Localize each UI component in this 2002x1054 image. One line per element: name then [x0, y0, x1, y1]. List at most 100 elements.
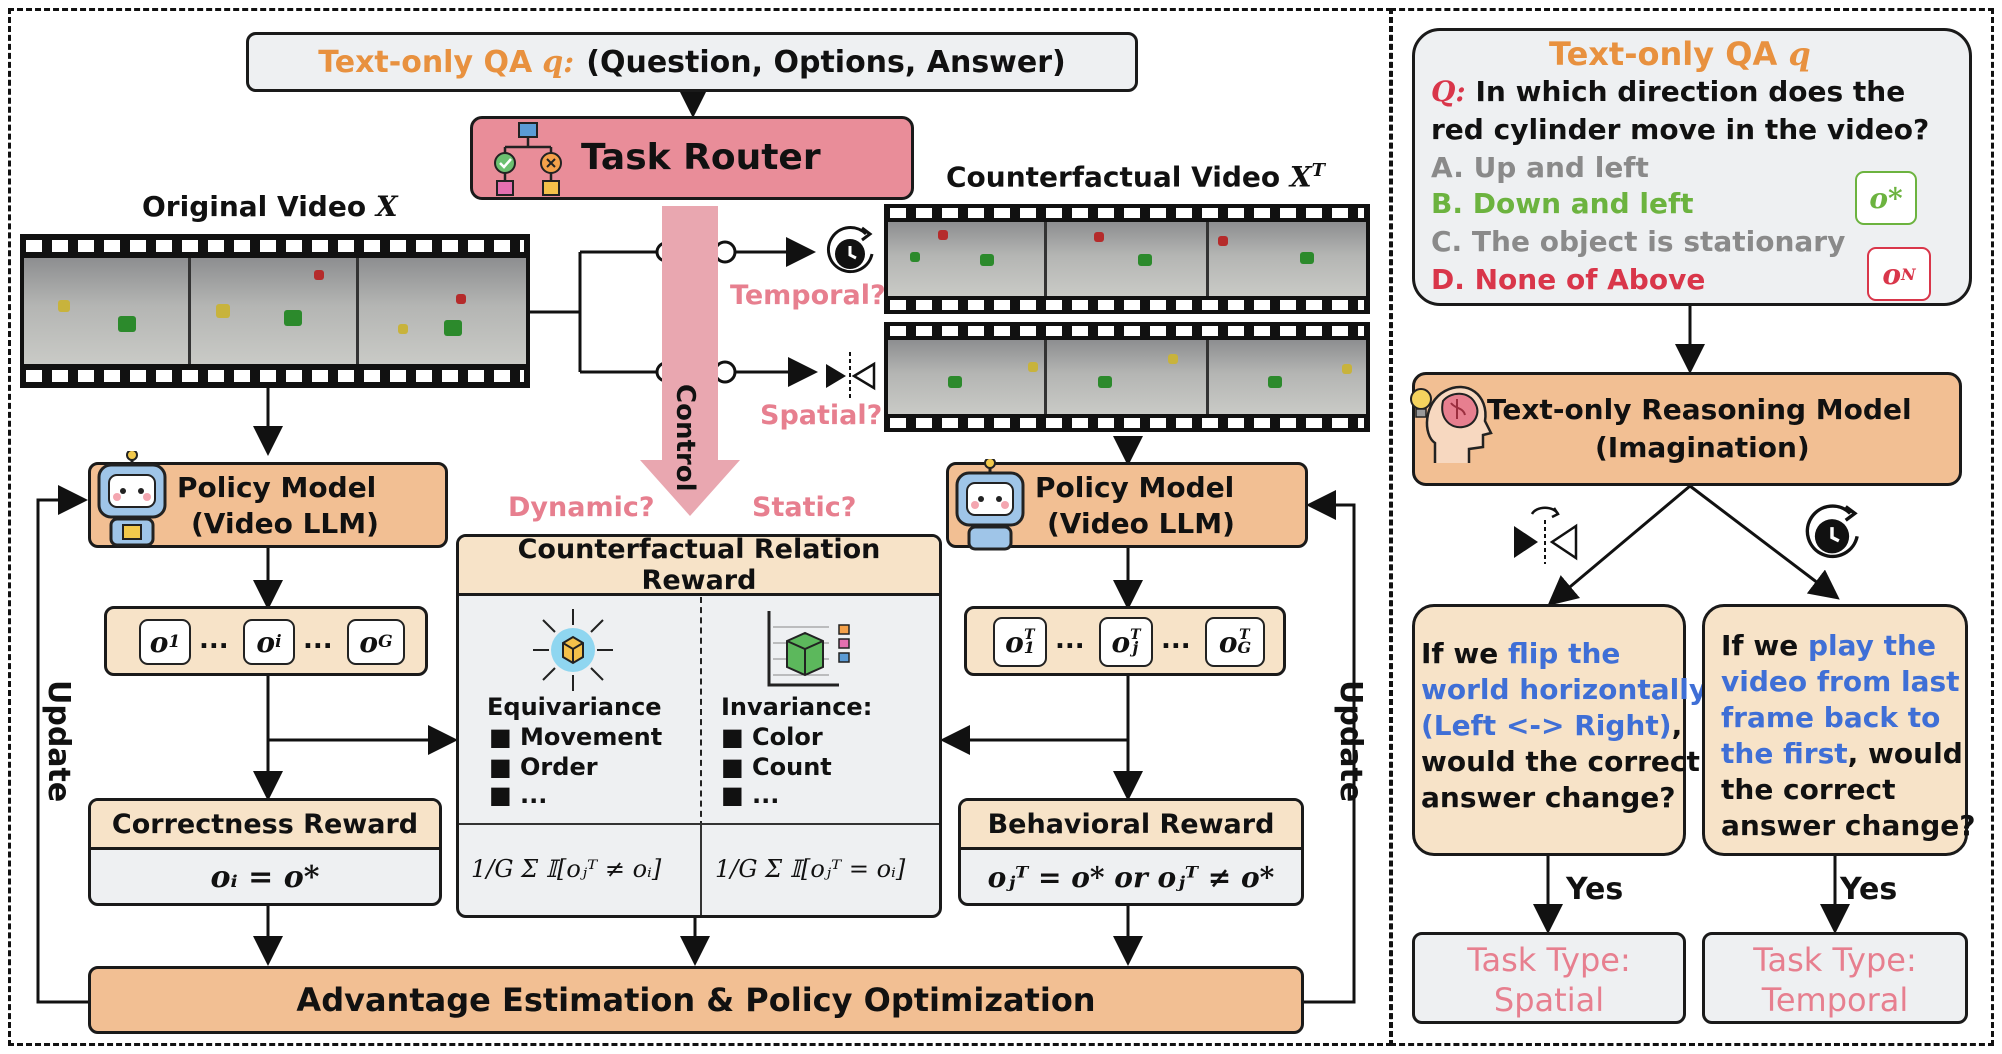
dynamic-question-label: Dynamic?	[508, 492, 655, 523]
output-dots: ...	[1055, 625, 1085, 655]
equivariance-item: ■ Order	[489, 753, 598, 781]
invariance-icon	[767, 611, 850, 687]
temporal-q-line1: If we play the	[1721, 629, 1936, 662]
task-temporal-line2: Temporal	[1761, 981, 1909, 1019]
task-type-spatial: Task Type: Spatial	[1412, 932, 1686, 1024]
router-tree-icon	[494, 122, 562, 196]
correctness-reward-title: Correctness Reward	[91, 801, 439, 850]
right-panel-frame	[1390, 8, 1994, 1046]
option-a: A. Up and left	[1431, 151, 1649, 184]
counterfactual-reward-title: Counterfactual Relation Reward	[459, 537, 939, 596]
counterfactual-video-label-text: Counterfactual Video	[946, 160, 1281, 194]
invariance-item: ■ Count	[721, 753, 832, 781]
invariance-item: ■ ...	[721, 781, 780, 809]
spatial-question-label: Spatial?	[760, 400, 883, 431]
reasoning-line1: Text-only Reasoning Model	[1487, 393, 1912, 426]
qa-header-var: q:	[542, 44, 575, 80]
original-video-label: Original Video X	[142, 190, 398, 223]
qa-header-rest: (Question, Options, Answer)	[586, 44, 1066, 80]
behavioral-reward-box: Behavioral Reward oⱼᵀ = o* or oⱼᵀ ≠ o*	[958, 798, 1304, 906]
equivariance-title: Equivariance	[487, 693, 662, 721]
invariance-title: Invariance:	[721, 693, 873, 721]
policy-right-line1: Policy Model	[1035, 471, 1235, 504]
behavioral-reward-title: Behavioral Reward	[961, 801, 1301, 850]
temporal-question-label: Temporal?	[730, 280, 886, 311]
o-star-badge: o*	[1855, 171, 1917, 225]
option-b: B. Down and left	[1431, 187, 1694, 220]
qa-header: Text-only QA q: (Question, Options, Answ…	[246, 32, 1138, 92]
task-type-temporal: Task Type: Temporal	[1702, 932, 1968, 1024]
robot-icon	[955, 459, 1025, 551]
temporal-q-line5: the correct	[1721, 773, 1896, 806]
reasoning-model-box: Text-only Reasoning Model (Imagination)	[1410, 372, 1962, 486]
qa-card-title: Text-only QA q	[1549, 35, 1811, 73]
behavioral-formula: oⱼᵀ = o* or oⱼᵀ ≠ o*	[987, 860, 1275, 894]
formula-equivariance: 1/G Σ 𝕀[oⱼᵀ ≠ oᵢ]	[471, 855, 662, 883]
counterfactual-video-sup: T	[1311, 160, 1326, 181]
counterfactual-video-var: X	[1289, 160, 1312, 194]
policy-left-line2: (Video LLM)	[191, 507, 379, 540]
task-spatial-line1: Task Type:	[1467, 941, 1631, 979]
update-label-right: Update	[1333, 680, 1368, 803]
spatial-question-box: If we flip the world horizontally (Left …	[1412, 604, 1707, 856]
yes-label-temporal: Yes	[1840, 872, 1898, 907]
temporal-q-line6: answer change?	[1721, 809, 1976, 842]
question-text: Q: In which direction does the	[1431, 75, 1906, 108]
option-d: D. None of Above	[1431, 263, 1706, 296]
counterfactual-video-label: Counterfactual Video XT	[946, 160, 1325, 193]
advantage-bar: Advantage Estimation & Policy Optimizati…	[88, 966, 1304, 1034]
equivariance-item: ■ ...	[489, 781, 548, 809]
task-temporal-line1: Task Type:	[1753, 941, 1917, 979]
policy-right-line2: (Video LLM)	[1047, 507, 1235, 540]
temporal-q-line3: frame back to	[1721, 701, 1941, 734]
spatial-q-line1: If we flip the	[1421, 637, 1621, 670]
original-video-var: X	[375, 190, 398, 223]
formula-divider-v	[700, 825, 702, 915]
option-c: C. The object is stationary	[1431, 225, 1846, 258]
correctness-reward-box: Correctness Reward oᵢ = o*	[88, 798, 442, 906]
update-label-left: Update	[41, 680, 76, 803]
output-dots: ...	[1161, 625, 1191, 655]
task-router-label: Task Router	[581, 137, 821, 178]
formula-invariance: 1/G Σ 𝕀[oⱼᵀ = oᵢ]	[715, 855, 906, 883]
control-label: Control	[670, 384, 700, 492]
q-label: Q:	[1431, 75, 1466, 108]
temporal-q-line4: the first, would	[1721, 737, 1963, 770]
temporal-q-line2: video from last	[1721, 665, 1960, 698]
counterfactual-spatial-strip	[884, 322, 1370, 432]
policy-left-line1: Policy Model	[177, 471, 377, 504]
equivariance-item: ■ Movement	[489, 723, 663, 751]
counterfactual-temporal-strip	[884, 204, 1370, 314]
output-dots: ...	[303, 625, 333, 655]
spatial-q-line4: would the correct	[1421, 745, 1700, 778]
correctness-formula: oᵢ = o*	[210, 859, 320, 895]
temporal-clock-icon	[826, 226, 874, 274]
output-dots: ...	[199, 625, 229, 655]
task-spatial-line2: Spatial	[1493, 981, 1605, 1019]
original-video-label-text: Original Video	[142, 190, 367, 223]
reasoning-line2: (Imagination)	[1595, 431, 1810, 464]
temporal-clock-icon	[1805, 504, 1859, 559]
counterfactual-reward-box: Counterfactual Relation Reward Equivaria…	[456, 534, 942, 918]
robot-icon	[97, 451, 167, 547]
spatial-flip-icon	[1514, 506, 1578, 564]
qa-header-label: Text-only QA	[318, 44, 533, 80]
qa-card: Text-only QA q Q: In which direction doe…	[1412, 28, 1972, 306]
static-question-label: Static?	[752, 492, 857, 523]
policy-model-right: Policy Model (Video LLM)	[946, 459, 1308, 551]
question-text-line2: red cylinder move in the video?	[1431, 113, 1930, 146]
spatial-q-line2: world horizontally	[1421, 673, 1708, 706]
yes-label-spatial: Yes	[1566, 872, 1624, 907]
brain-head-icon	[1410, 385, 1493, 463]
invariance-item: ■ Color	[721, 723, 823, 751]
control-arrow	[640, 206, 740, 516]
